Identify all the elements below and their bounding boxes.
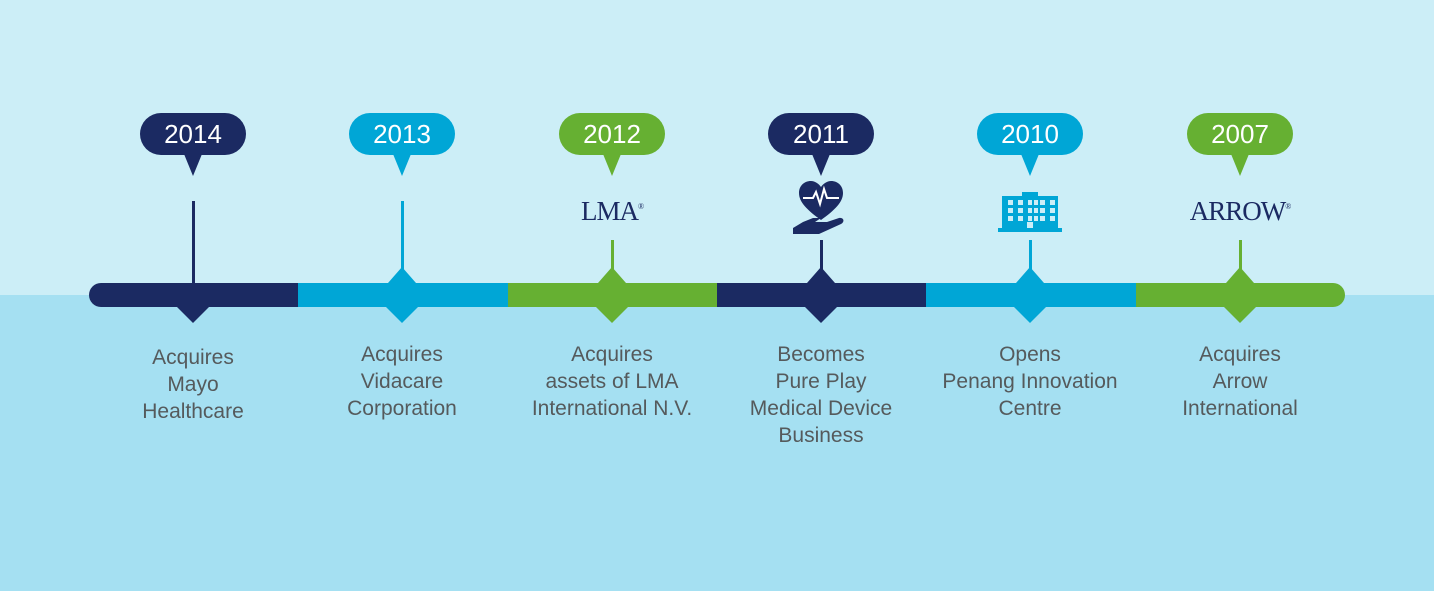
building-icon <box>998 192 1062 234</box>
description-line: Opens <box>999 343 1061 366</box>
connector-line <box>401 201 404 283</box>
description-line: Acquires <box>571 343 653 366</box>
heart-hand-icon <box>791 178 851 236</box>
bar-pointer-down <box>386 307 418 323</box>
timeline-segment-2014 <box>89 283 299 307</box>
description-line: Pure Play <box>775 370 867 393</box>
bar-pointer-up <box>807 267 835 283</box>
year-badge-2007: 2007 <box>1187 113 1293 155</box>
year-badge-pointer <box>1231 154 1249 176</box>
bar-pointer-down <box>1014 307 1046 323</box>
description-line: International <box>1182 397 1298 420</box>
year-badge-pointer <box>1021 154 1039 176</box>
description-line: Acquires <box>361 343 443 366</box>
bar-pointer-down <box>805 307 837 323</box>
description-line: Medical Device <box>749 397 893 420</box>
bar-pointer-up <box>1226 267 1254 283</box>
year-badge-pointer <box>812 154 830 176</box>
description-line: Acquires <box>152 346 234 369</box>
timeline-segment-2013 <box>298 283 509 307</box>
timeline-segment-2010 <box>926 283 1136 307</box>
bar-pointer-up <box>598 267 626 283</box>
year-badge-pointer <box>184 154 202 176</box>
bar-pointer-up <box>1016 267 1044 283</box>
bar-pointer-up <box>388 267 416 283</box>
description-line: Penang Innovation <box>942 370 1118 393</box>
description-line: Arrow <box>1212 370 1268 393</box>
connector-line <box>1029 240 1032 283</box>
year-badge-2013: 2013 <box>349 113 455 155</box>
year-badge-2012: 2012 <box>559 113 665 155</box>
year-badge-pointer <box>393 154 411 176</box>
connector-line <box>820 240 823 283</box>
connector-line <box>1239 240 1242 283</box>
description-line: Becomes <box>777 343 865 366</box>
description-line: Business <box>778 424 864 447</box>
background-lower <box>0 295 1434 591</box>
event-description-2012: Acquires assets of LMA International N.V. <box>492 341 732 422</box>
description-line: assets of LMA <box>545 370 679 393</box>
bar-pointer-down <box>1224 307 1256 323</box>
registered-mark: ® <box>1285 202 1291 211</box>
description-line: Centre <box>998 397 1062 420</box>
arrow-logo: ARROW® <box>1160 196 1320 227</box>
bar-pointer-down <box>596 307 628 323</box>
lma-logo: LMA® <box>532 196 692 227</box>
description-line: Acquires <box>1199 343 1281 366</box>
year-badge-2011: 2011 <box>768 113 874 155</box>
year-badge-pointer <box>603 154 621 176</box>
timeline-segment-2012 <box>507 283 718 307</box>
bar-pointer-down <box>177 307 209 323</box>
year-badge-2010: 2010 <box>977 113 1083 155</box>
connector-line <box>611 240 614 283</box>
timeline-segment-2011 <box>716 283 927 307</box>
description-line: Vidacare <box>360 370 444 393</box>
connector-line <box>192 201 195 283</box>
registered-mark: ® <box>637 202 644 211</box>
description-line: Healthcare <box>142 400 244 423</box>
description-line: Corporation <box>347 397 457 420</box>
lma-logo-text: LMA <box>580 196 639 226</box>
description-line: International N.V. <box>531 397 693 420</box>
year-badge-2014: 2014 <box>140 113 246 155</box>
timeline-segment-2007 <box>1135 283 1346 307</box>
arrow-logo-text: ARROW <box>1189 196 1286 226</box>
description-line: Mayo <box>167 373 219 396</box>
